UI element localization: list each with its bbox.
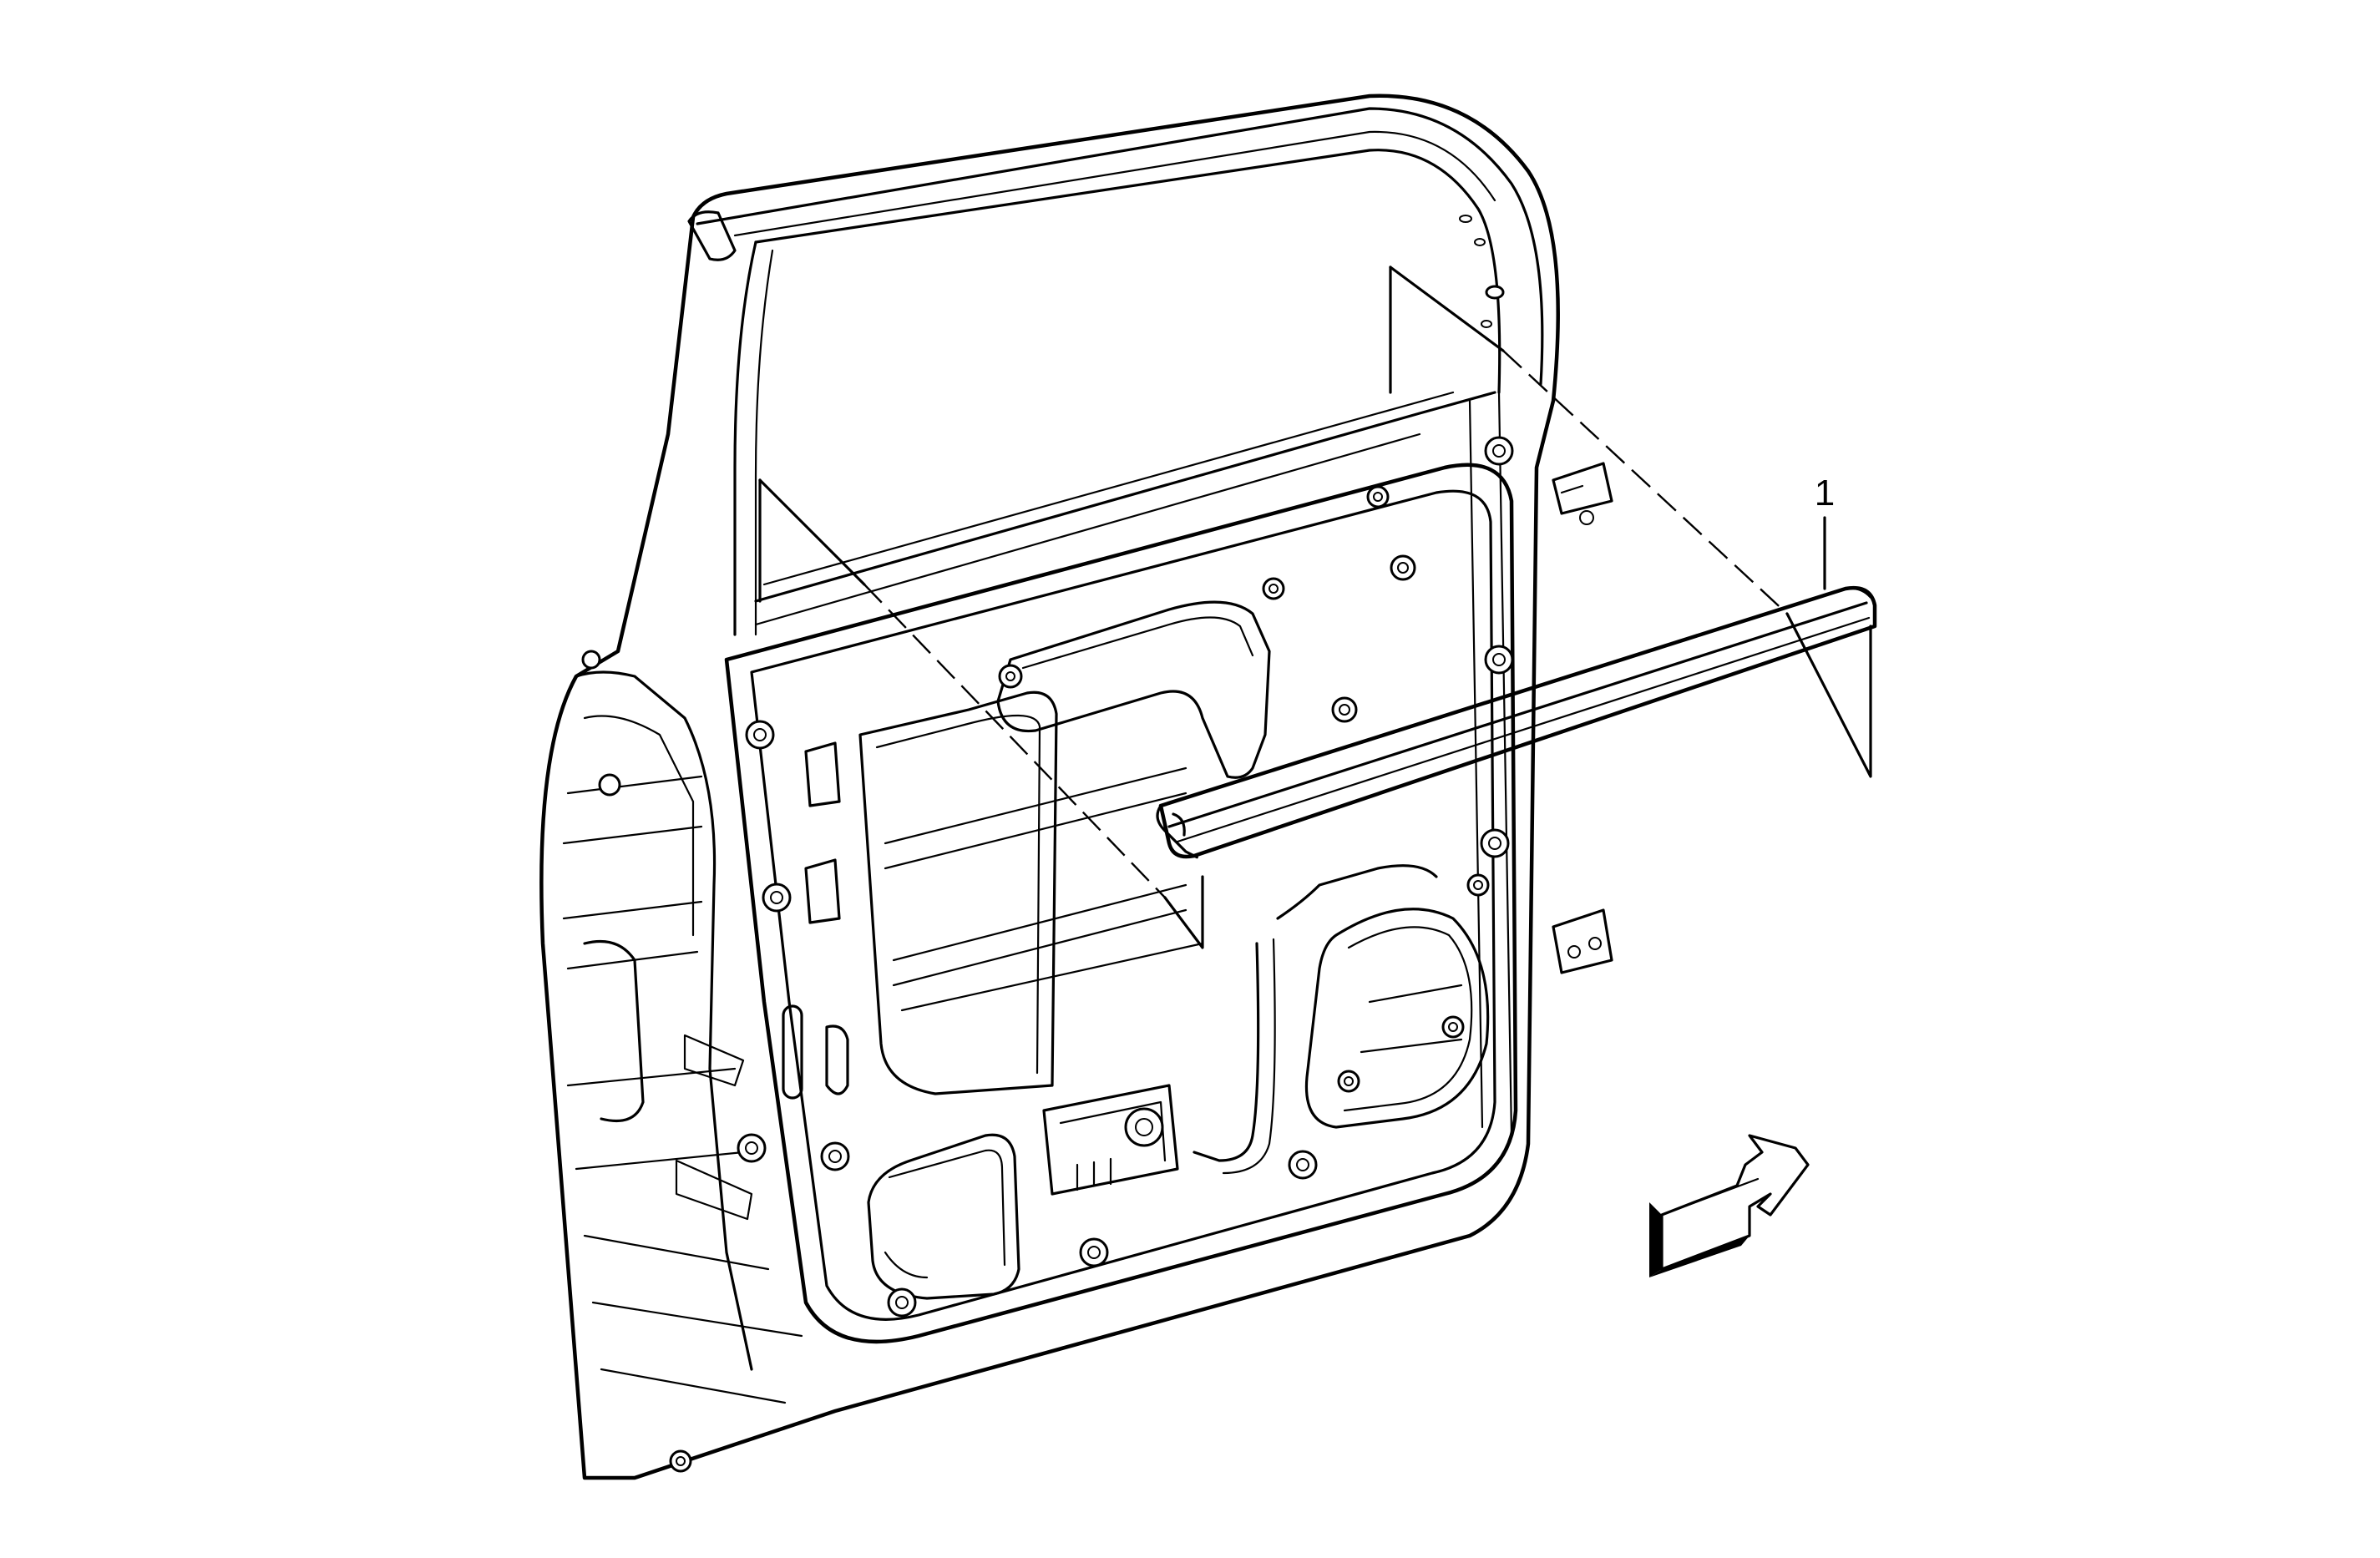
callout-1: 1 [1815, 473, 1835, 590]
panel-fasteners [581, 436, 1514, 1473]
window-belt-sealing-strip [1156, 585, 1877, 859]
door-frame [539, 94, 1613, 1480]
installation-guide-lines [758, 266, 1872, 949]
front-of-vehicle-arrow-icon [1649, 1134, 1810, 1277]
callout-label: 1 [1815, 473, 1835, 513]
